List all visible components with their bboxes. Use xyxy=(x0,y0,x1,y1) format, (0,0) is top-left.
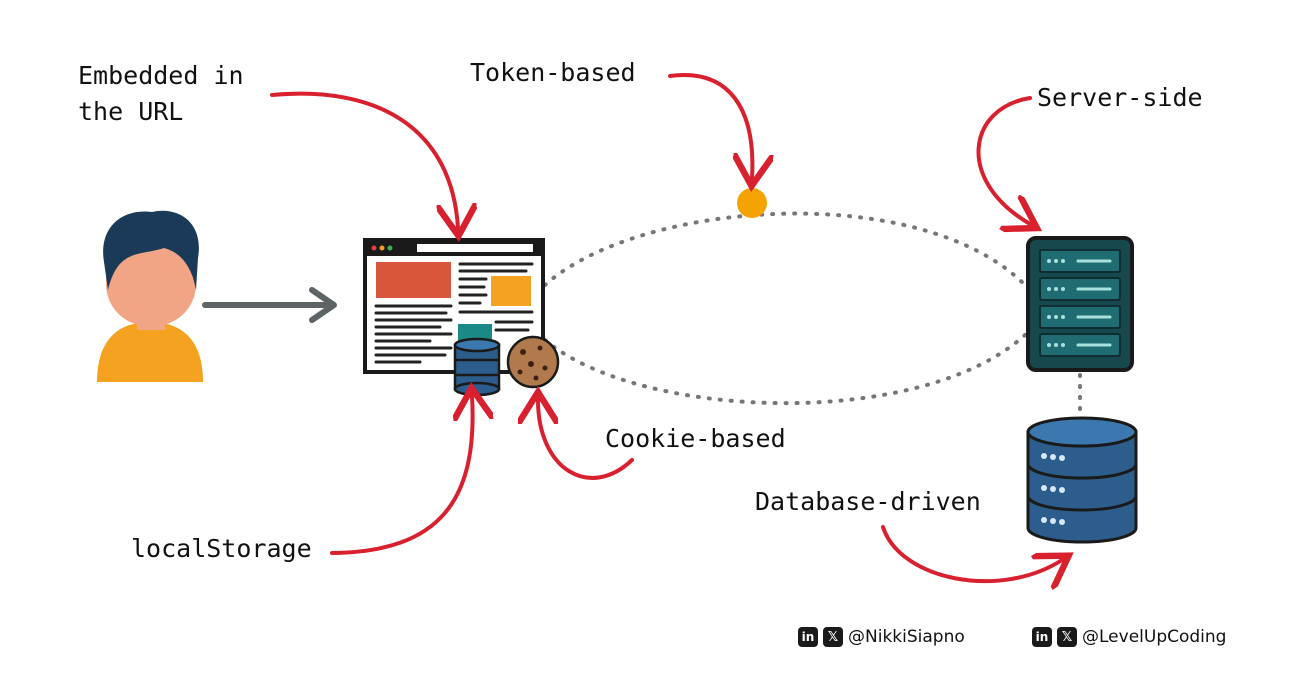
label-embedded-in-url: Embedded in the URL xyxy=(78,61,244,126)
label-token-based: Token-based xyxy=(470,58,636,87)
handle-text: @LevelUpCoding xyxy=(1082,627,1227,647)
handle-text: @NikkiSiapno xyxy=(848,627,965,647)
social-handle-levelup: in 𝕏 @LevelUpCoding xyxy=(1032,627,1226,647)
label-database-driven: Database-driven xyxy=(755,487,981,516)
token-dot-icon xyxy=(737,188,767,218)
local-database-icon xyxy=(453,337,501,397)
label-server-side: Server-side xyxy=(1037,83,1203,112)
bottom-dotted-link xyxy=(543,333,1027,406)
url-arrow xyxy=(270,91,458,228)
user-icon xyxy=(97,210,203,382)
server-arrow xyxy=(976,96,1030,224)
x-icon: 𝕏 xyxy=(823,627,843,647)
server-rack-icon xyxy=(1026,236,1134,372)
cookie-icon xyxy=(506,335,560,389)
social-handle-nikki: in 𝕏 @NikkiSiapno xyxy=(798,627,965,647)
label-localstorage: localStorage xyxy=(131,534,312,563)
database-icon xyxy=(1026,416,1138,544)
cookie-arrow xyxy=(538,400,634,480)
label-cookie-based: Cookie-based xyxy=(605,424,786,453)
localstorage-arrow xyxy=(330,396,473,555)
database-arrow xyxy=(881,525,1062,581)
x-icon: 𝕏 xyxy=(1057,627,1077,647)
user-to-browser-arrow xyxy=(202,287,337,323)
linkedin-icon: in xyxy=(798,627,818,647)
token-arrow xyxy=(668,73,752,178)
top-dotted-link xyxy=(543,211,1027,287)
linkedin-icon: in xyxy=(1032,627,1052,647)
